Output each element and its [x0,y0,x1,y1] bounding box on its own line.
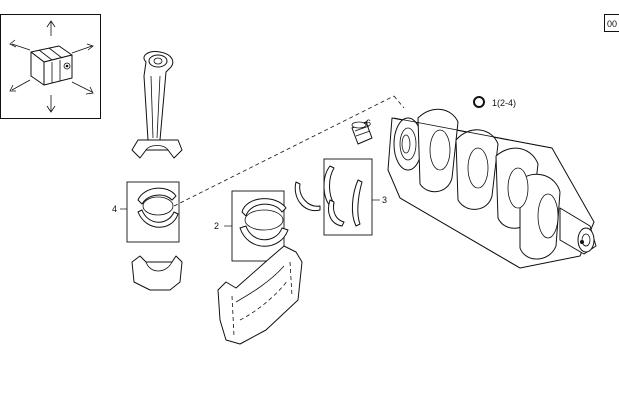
assembly-dash-line [173,95,395,207]
callout-6: 6 [366,118,371,128]
corner-badge: 00 [604,14,619,32]
callout-4: 4 [112,204,117,214]
dowel-pin [351,119,373,145]
corner-badge-text: 00 [607,19,617,29]
thrust-washers-group [294,158,380,236]
inset-panel [0,14,101,119]
direction-arrows [9,20,94,113]
legend-marker: 1(2-4) [473,96,516,108]
conrod-cap [131,255,183,291]
connecting-rod [131,51,183,159]
o-ring-icon [473,96,485,108]
conrod-bearing-group [120,181,180,243]
main-bearing-cap [217,245,303,345]
bearing-block-icon [30,45,73,86]
callout-2: 2 [214,221,219,231]
callout-3: 3 [382,195,387,205]
legend-text: 1(2-4) [492,98,516,108]
crankshaft-bearing-group [224,190,289,262]
crankshaft [387,108,597,269]
